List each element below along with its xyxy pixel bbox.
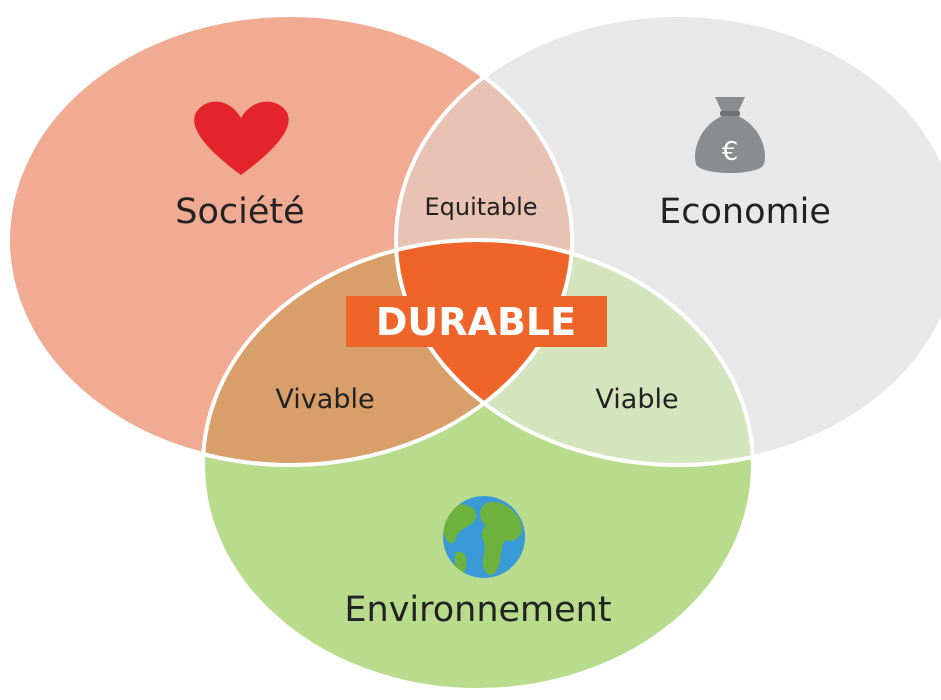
- earth-globe-icon: [443, 496, 525, 578]
- durable-banner: [346, 296, 607, 347]
- environnement-label: Environnement: [344, 590, 611, 630]
- societe-label: Société: [175, 192, 304, 232]
- equitable-label: Equitable: [424, 193, 537, 221]
- money-bag-euro-icon: €: [695, 97, 765, 173]
- circle-outlines: [6, 13, 941, 692]
- vivable-label: Vivable: [275, 384, 374, 415]
- euro-symbol: €: [722, 137, 739, 167]
- viable-label: Viable: [595, 384, 678, 415]
- heart-icon: [194, 101, 289, 175]
- viable-region: [396, 240, 753, 465]
- vivable-region: [203, 240, 572, 465]
- durable-label: DURABLE: [376, 300, 576, 344]
- economie-label: Economie: [659, 192, 831, 232]
